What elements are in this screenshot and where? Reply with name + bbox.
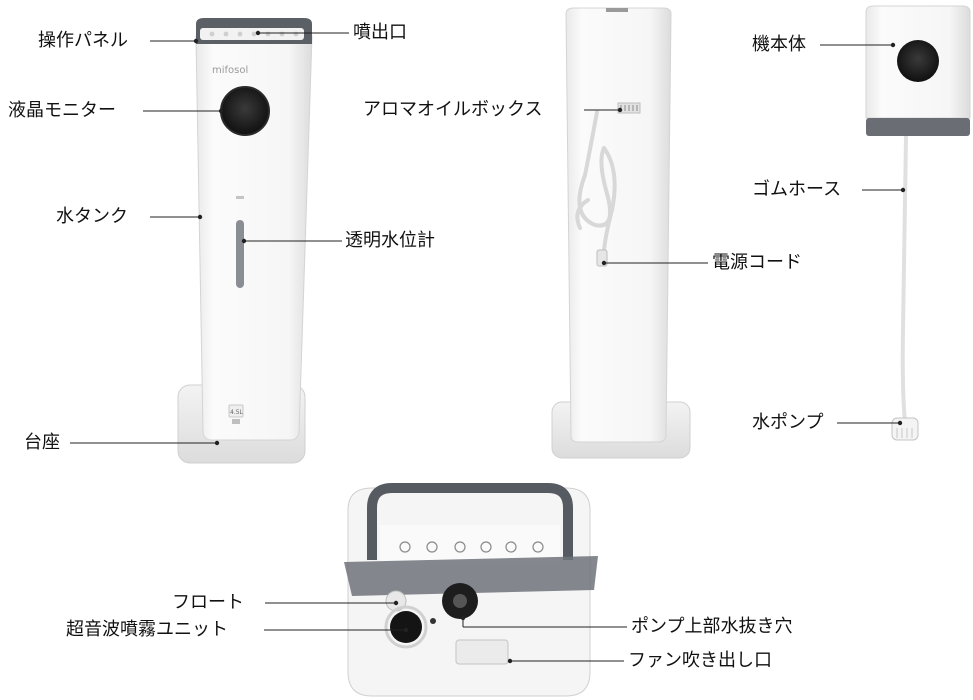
- ultrasonic-unit: [390, 611, 422, 643]
- rubber-hose: [900, 135, 908, 423]
- lcd-monitor: [221, 87, 269, 135]
- label-ultrasonic-unit: 超音波噴霧ユニット: [66, 619, 228, 640]
- label-base: 台座: [24, 432, 60, 453]
- label-water-gauge: 透明水位計: [345, 230, 435, 251]
- label-lcd-monitor: 液晶モニター: [8, 100, 116, 121]
- front-tower: [195, 35, 313, 441]
- label-mist-outlet: 噴出口: [353, 22, 407, 43]
- main-body-display: [897, 40, 939, 82]
- leader-dots: [193, 30, 906, 664]
- lid-rim: [344, 556, 598, 596]
- brand-logo: mifosol: [212, 65, 248, 76]
- leader-lines: [70, 32, 903, 662]
- label-water-tank: 水タンク: [56, 206, 128, 227]
- water-pump-unit: [891, 417, 919, 441]
- capacity-badge-box: [228, 404, 244, 418]
- label-rubber-hose: ゴムホース: [752, 179, 842, 200]
- water-level-gauge: [236, 220, 244, 288]
- label-aroma-box: アロマオイルボックス: [363, 99, 543, 120]
- label-fan-outlet: ファン吹き出し口: [628, 650, 772, 671]
- top-view: [344, 483, 598, 697]
- label-float: フロート: [172, 592, 244, 613]
- capacity-badge: 4.5L: [230, 409, 244, 416]
- label-pump-drain-hole: ポンプ上部水抜き穴: [631, 616, 793, 637]
- back-view: [551, 7, 691, 459]
- label-main-body: 機本体: [752, 34, 806, 55]
- carry-handle: [367, 483, 573, 560]
- label-control-panel: 操作パネル: [38, 30, 128, 51]
- back-tower: [565, 7, 672, 443]
- fan-outlet: [455, 639, 509, 665]
- main-body-view: [865, 5, 971, 441]
- power-cord: [575, 110, 617, 264]
- drain-hole: [430, 618, 436, 624]
- label-power-cord: 電源コード: [712, 252, 802, 273]
- label-water-pump: 水ポンプ: [752, 412, 824, 433]
